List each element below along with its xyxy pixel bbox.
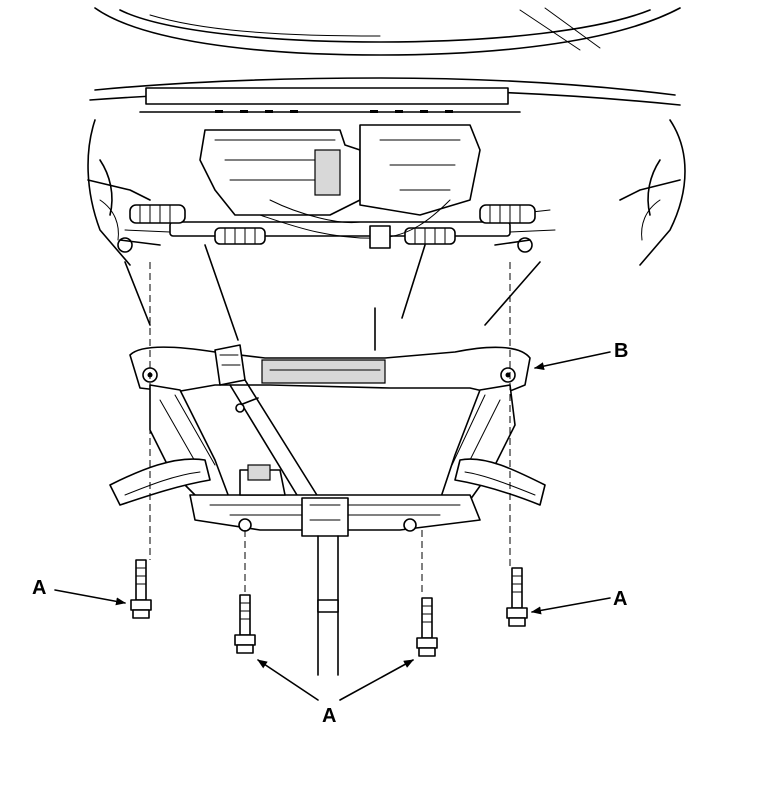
callout-label-a-bottom: A: [322, 705, 336, 727]
subframe-bolt-rear-right: [416, 597, 438, 657]
bolt-alignment-lines: [149, 262, 511, 595]
callout-arrows: [54, 351, 611, 701]
callout-label-a-left: A: [32, 577, 46, 599]
engine-and-steering-assembly: [87, 119, 686, 266]
callout-label-a-right: A: [613, 588, 627, 610]
callout-label-b: B: [614, 340, 628, 362]
subframe-bolt-front-right: [506, 567, 528, 627]
front-subframe: [109, 344, 546, 537]
steering-boot-right: [479, 204, 536, 224]
support-jack-post: [317, 535, 339, 676]
subframe-bolt-front-left: [130, 559, 152, 619]
vehicle-body: [89, 7, 681, 113]
alignment-guide-lines: [124, 244, 541, 351]
steering-boot-left: [129, 204, 186, 224]
subframe-bolt-rear-left: [234, 594, 256, 654]
